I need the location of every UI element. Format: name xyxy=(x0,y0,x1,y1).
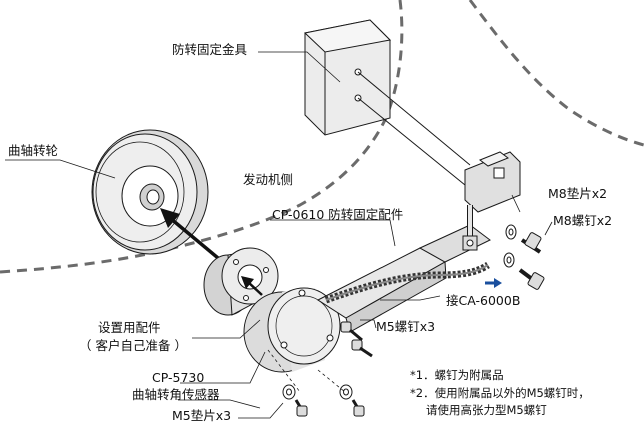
m5-bottom-screws xyxy=(294,399,365,417)
leader-lines xyxy=(5,51,553,419)
label-cp5730: CP-5730 xyxy=(152,370,205,385)
note-2-line-2: 请使用高张力型M5螺钉 xyxy=(426,403,547,417)
engine-boundary-line xyxy=(0,0,404,274)
label-m5-washer: M5垫片x3 xyxy=(172,408,232,423)
m5-washers xyxy=(282,384,353,400)
adapter-arrow xyxy=(241,276,263,296)
engine-boundary-line-right xyxy=(468,0,644,147)
sensor-cable xyxy=(324,262,490,304)
anti-rotation-bracket xyxy=(303,19,392,136)
label-crank-pulley: 曲轴转轮 xyxy=(8,143,59,158)
m8-washers xyxy=(503,224,517,268)
note-1: *1．螺钉为附属品 xyxy=(410,368,504,382)
label-connect-ca: 接CA-6000B xyxy=(446,293,521,308)
m8-screws xyxy=(518,232,545,290)
label-crank-angle-sensor: 曲轴转角传感器 xyxy=(132,387,220,402)
label-customer-prepared: （ 客户自己准备 ） xyxy=(79,338,187,353)
label-cp0610: CP-0610 防转固定配件 xyxy=(272,207,404,222)
m5-screws xyxy=(340,321,373,358)
note-2-line-1: *2．使用附属品以外的M5螺钉时， xyxy=(410,386,590,400)
label-m8-screw: M8螺钉x2 xyxy=(553,213,613,228)
right-mount-bracket xyxy=(462,151,521,251)
label-engine-side: 发动机侧 xyxy=(243,172,294,187)
label-mounting-parts: 设置用配件 xyxy=(98,320,161,335)
connecting-rods xyxy=(357,71,471,186)
crank-angle-sensor xyxy=(243,287,341,373)
label-m8-washer: M8垫片x2 xyxy=(548,186,608,201)
ca-arrow xyxy=(485,278,502,288)
label-anti-rotation-bracket: 防转固定金具 xyxy=(172,42,248,57)
label-m5-screw: M5螺钉x3 xyxy=(376,319,436,334)
